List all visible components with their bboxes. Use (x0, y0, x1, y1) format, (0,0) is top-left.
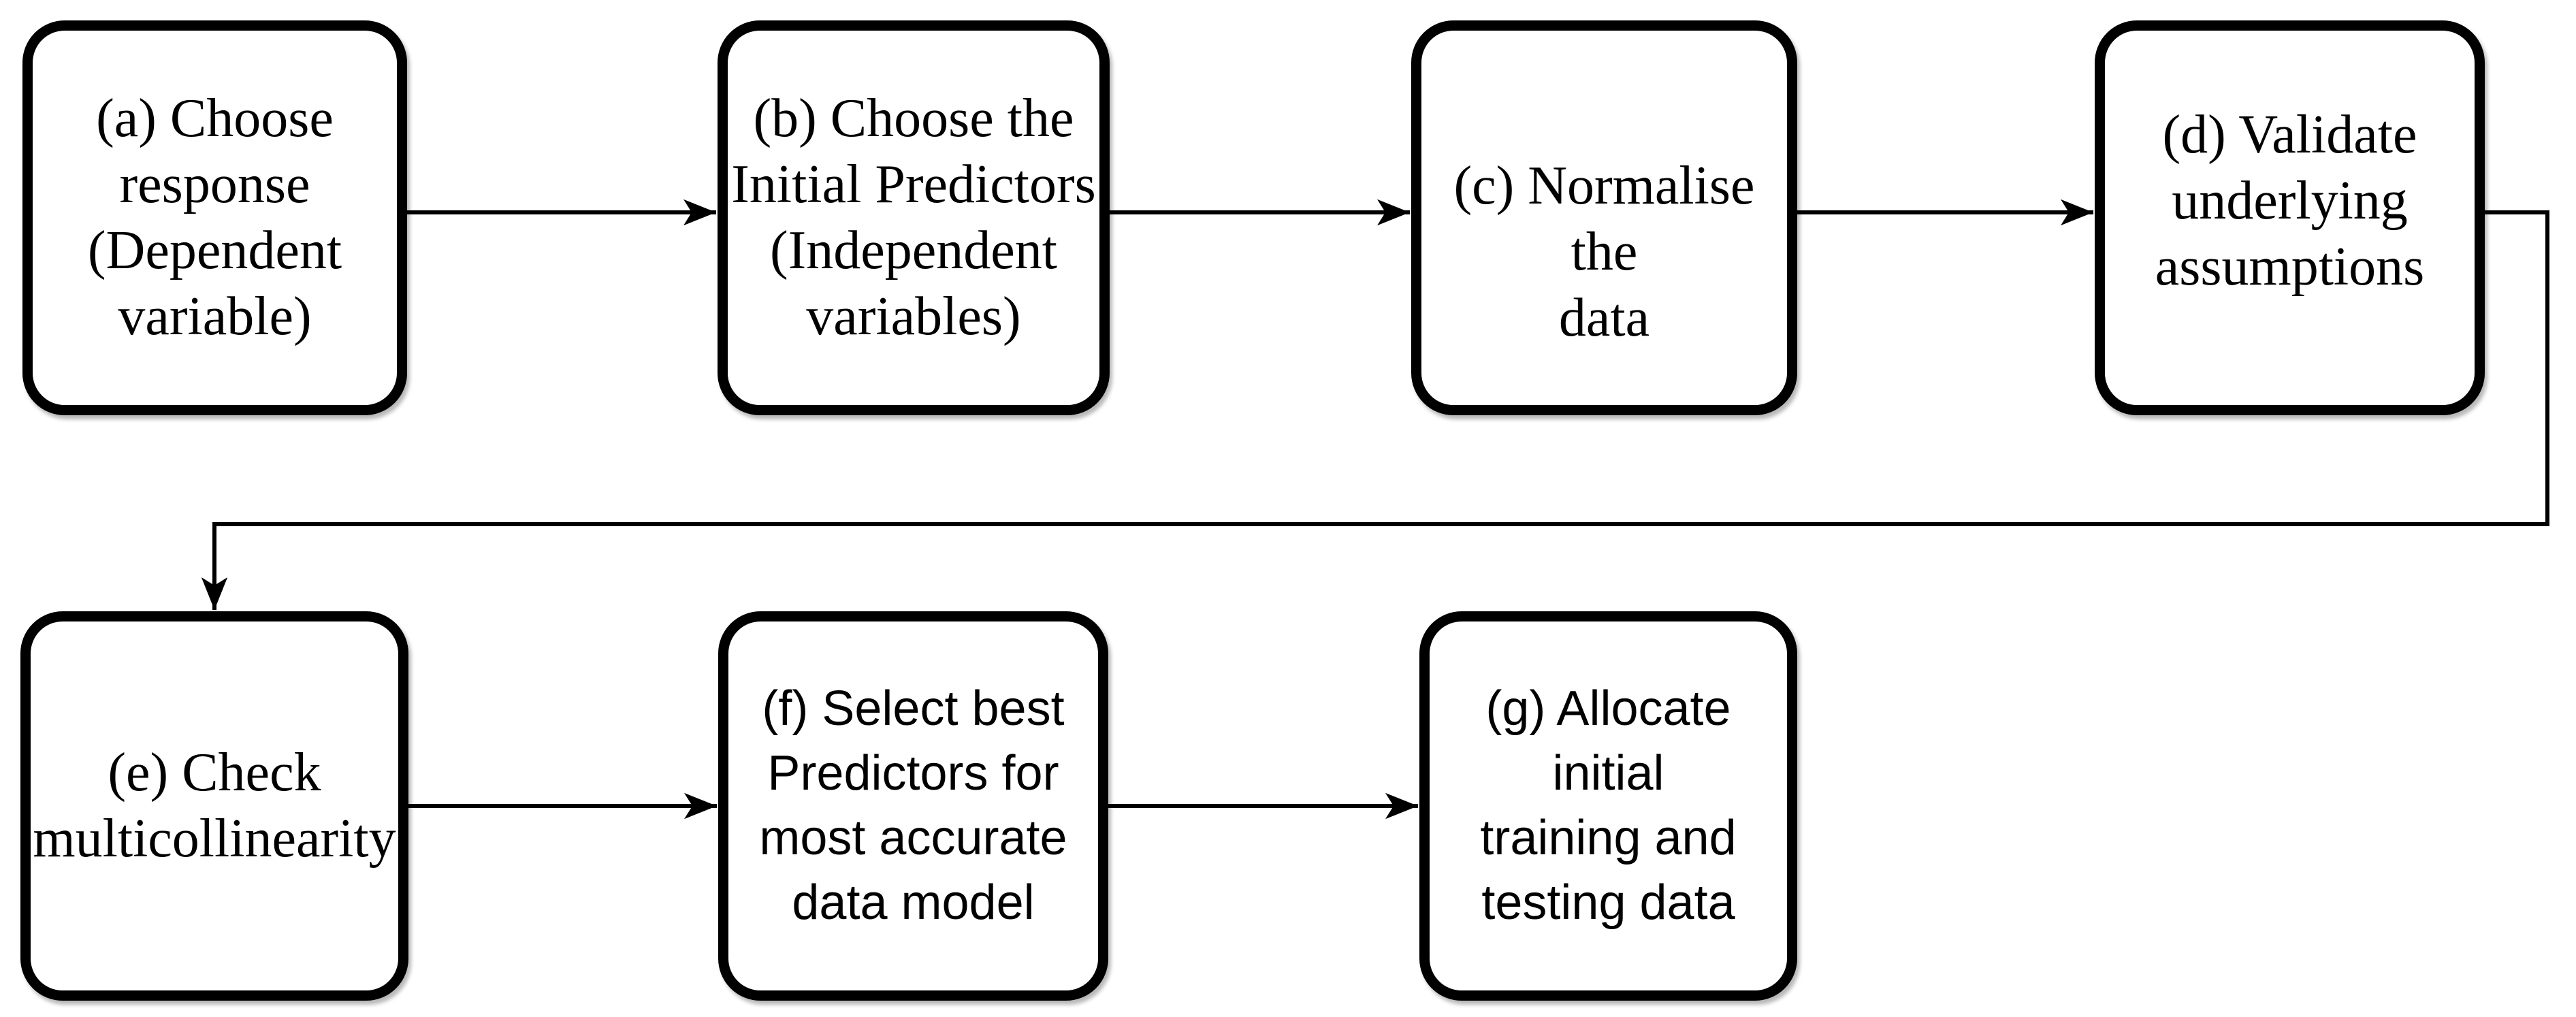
flow-step-g-allocate-training-testing: (g) Allocate initial training and testin… (1419, 611, 1797, 1001)
flow-step-d-label: (d) Validate underlying assumptions (2155, 104, 2425, 297)
flow-step-c-normalise-data: (c) Normalise the data (1411, 20, 1797, 415)
flow-step-d-validate-assumptions: (d) Validate underlying assumptions (2095, 20, 2485, 415)
flow-step-a-label: (a) Choose response (Dependent variable) (87, 88, 342, 346)
flow-step-e-check-multicollinearity: (e) Check multicollinearity (20, 611, 408, 1001)
flow-step-b-choose-initial-predictors: (b) Choose the Initial Predictors (Indep… (718, 20, 1110, 415)
flow-step-b-label: (b) Choose the Initial Predictors (Indep… (731, 88, 1096, 346)
edge-d-e-wraparound (201, 210, 2549, 610)
flow-step-f-label: (f) Select best Predictors for most accu… (759, 681, 1067, 930)
flow-step-a-choose-response: (a) Choose response (Dependent variable) (22, 20, 407, 415)
flow-step-c-label: (c) Normalise the data (1453, 155, 1755, 348)
flow-step-f-select-best-predictors: (f) Select best Predictors for most accu… (718, 611, 1108, 1001)
flow-step-g-label: (g) Allocate initial training and testin… (1480, 681, 1737, 930)
flow-step-e-label: (e) Check multicollinearity (33, 743, 396, 869)
